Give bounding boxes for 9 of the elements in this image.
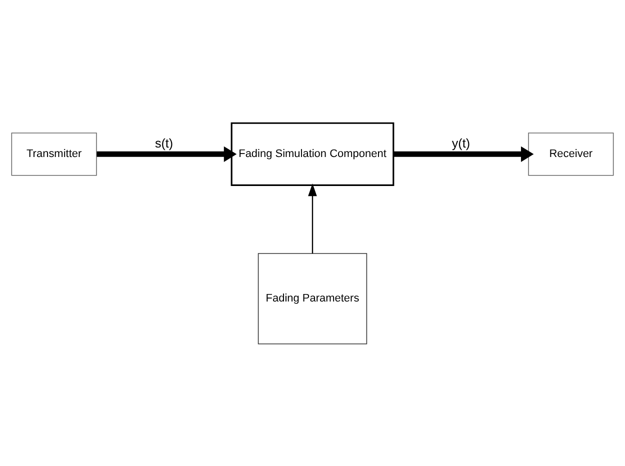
node-box: Fading Simulation Component xyxy=(230,122,394,186)
node-box: Receiver xyxy=(528,132,614,176)
edge-label: y(t) xyxy=(452,136,470,150)
arrow xyxy=(308,182,317,254)
arrow xyxy=(394,146,534,162)
node-box: Fading Parameters xyxy=(258,252,368,344)
node-box: Transmitter xyxy=(11,132,97,176)
edge-label: s(t) xyxy=(154,136,174,150)
arrow xyxy=(96,146,237,162)
